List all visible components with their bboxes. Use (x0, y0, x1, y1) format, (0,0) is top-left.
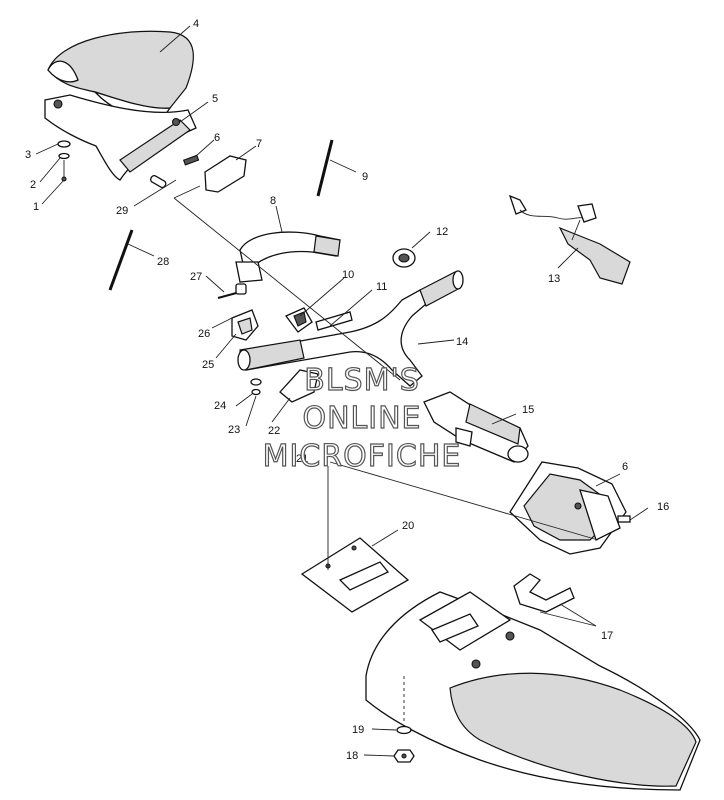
watermark-line-1: BLSM'S (304, 363, 420, 398)
callout-20: 20 (402, 520, 414, 532)
callout-15: 15 (522, 404, 534, 416)
leader-lines (35, 25, 649, 757)
callout-23: 23 (228, 424, 240, 436)
callout-28: 28 (157, 256, 169, 268)
handlebar-part (237, 270, 464, 387)
callout-6-housing: 6 (622, 461, 628, 473)
rod-part (316, 139, 334, 197)
watermark: BLSM'S ONLINE MICROFICHE (262, 362, 462, 474)
clamp-part (284, 307, 313, 333)
callout-22: 22 (268, 425, 280, 437)
callout-21: 21 (296, 453, 308, 465)
callout-14: 14 (456, 336, 468, 348)
callout-numbers: 1 2 3 4 5 6 6 7 8 9 10 11 12 13 14 15 16… (25, 18, 669, 762)
callout-8: 8 (270, 195, 276, 207)
tether-cord-part (508, 194, 631, 285)
rod-part-28 (108, 229, 134, 291)
callout-9: 9 (362, 171, 368, 183)
seat-base-part (44, 94, 197, 181)
callout-11: 11 (376, 281, 387, 293)
bracket-part (182, 154, 247, 193)
callout-3: 3 (25, 149, 31, 161)
callout-25: 25 (202, 359, 214, 371)
callout-10: 10 (342, 269, 354, 281)
callout-27: 27 (190, 271, 202, 283)
housing-part (509, 461, 631, 555)
callout-7: 7 (256, 138, 262, 150)
callout-2: 2 (30, 179, 36, 191)
callout-17: 17 (601, 630, 613, 642)
seat-hardware-part (57, 140, 71, 182)
steering-tube-part (423, 391, 529, 463)
callout-16: 16 (657, 501, 669, 513)
hood-cover-part (365, 591, 701, 791)
mount-bracket-part (235, 231, 341, 283)
callout-18: 18 (346, 750, 358, 762)
pin-part (150, 174, 167, 189)
clip-part (231, 309, 259, 341)
callout-4: 4 (193, 18, 199, 30)
plate-part (300, 537, 410, 613)
cap-part (392, 248, 416, 268)
lever-part (250, 369, 319, 403)
callout-12: 12 (436, 226, 448, 238)
fastener-part (393, 725, 415, 763)
watermark-line-3: MICROFICHE (263, 439, 462, 474)
callout-19: 19 (352, 724, 364, 736)
callout-29: 29 (116, 205, 128, 217)
watermark-line-2: ONLINE (302, 401, 421, 436)
callout-6: 6 (214, 132, 220, 144)
callout-5: 5 (212, 93, 218, 105)
cable-part (217, 283, 247, 299)
callout-13: 13 (548, 273, 560, 285)
callout-24: 24 (214, 400, 226, 412)
emblem-part (513, 573, 575, 613)
callout-1: 1 (33, 201, 39, 213)
callout-26: 26 (198, 328, 210, 340)
